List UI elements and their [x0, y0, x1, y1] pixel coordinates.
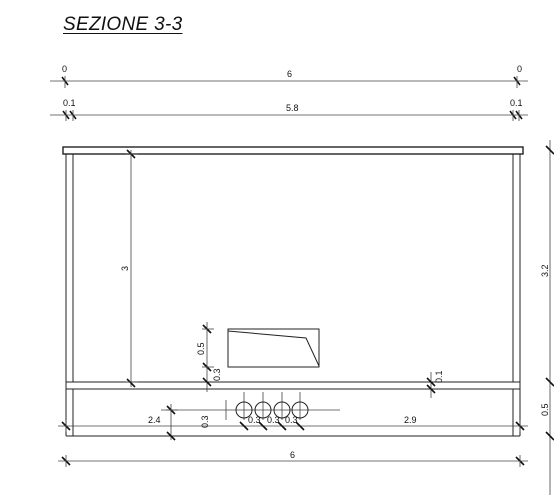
section-outline	[62, 146, 524, 437]
dim-opening: 0.5 0.3	[196, 322, 222, 392]
dim-top2-left: 0.1	[63, 98, 76, 108]
pipe-1	[235, 401, 253, 419]
dim-height-inner: 3	[120, 149, 138, 388]
pipe-row	[161, 392, 340, 420]
dim-bottom-0-3-b: 0.3	[267, 415, 280, 425]
dim-height-3: 3	[120, 266, 130, 271]
dim-bottom-2-4: 2.4	[148, 415, 161, 425]
dim-bottom-0-3-c: 0.3	[285, 415, 298, 425]
pipe-2	[254, 401, 272, 419]
dim-pipe-offset: 0.3	[166, 404, 210, 441]
dim-top1-left: 0	[62, 64, 67, 74]
dim-line-top-1: 0 6 0	[50, 64, 528, 88]
dim-top2-right: 0.1	[510, 98, 523, 108]
dim-height-right: 3.2 0.5	[540, 140, 554, 495]
dim-opening-0-5: 0.5	[196, 342, 206, 355]
dim-top2-center: 5.8	[286, 103, 299, 113]
dim-top1-center: 6	[287, 69, 292, 79]
dim-opening-0-3: 0.3	[212, 368, 222, 381]
section-title: SEZIONE 3-3	[63, 14, 183, 35]
dim-bottom-0-3-a: 0.3	[248, 415, 261, 425]
dim-pipe-0-3: 0.3	[200, 415, 210, 428]
opening	[227, 328, 320, 368]
dim-bottom-row: 2.4 0.3 0.3 0.3 2.9	[58, 415, 528, 432]
pipe-3	[273, 401, 291, 419]
dim-bottom-6: 6	[290, 450, 295, 460]
dim-bottom-2-9: 2.9	[404, 415, 417, 425]
dim-top1-right: 0	[517, 64, 522, 74]
dim-line-top-2: 0.1 5.8 0.1	[50, 98, 528, 121]
dim-slab-0-1: 0.1	[434, 370, 444, 383]
pipe-4	[291, 401, 309, 419]
dim-slab: 0.1	[426, 370, 444, 398]
dim-base-0-5: 0.5	[540, 403, 550, 416]
dim-height-3-2: 3.2	[540, 264, 550, 277]
dim-bottom-total: 6	[58, 450, 528, 467]
